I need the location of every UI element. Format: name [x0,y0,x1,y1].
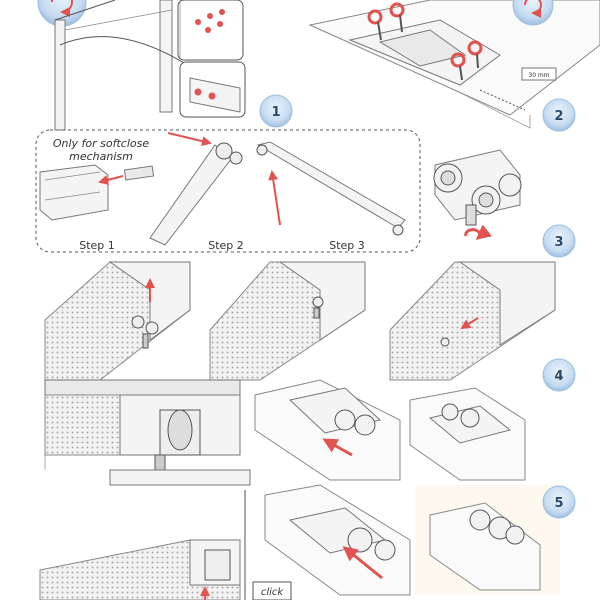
rotate-arrow-icon [464,224,493,240]
svg-text:2: 2 [554,109,563,124]
profile-click-illustration: click [39,490,292,600]
screw-icon [367,2,483,68]
sub-step-3-label: Step 3 [329,239,365,252]
arrow-icon [98,175,124,185]
softclose-note-line2: mechanism [69,150,133,163]
measure-label-box [521,67,557,81]
arrow-icon [268,170,281,226]
svg-text:4: 4 [554,369,563,384]
step-badge-3: 3 [542,224,576,258]
roller-in-bracket-2 [409,387,526,481]
svg-text:3: 3 [554,235,563,250]
frame-illustration [37,0,246,131]
click-label: click [261,587,285,598]
softclose-panel: Only for softclose mechanism Step 1 Step… [35,129,421,253]
measure-label: 30 mm [528,72,549,79]
rotate-arrow-icon [524,0,542,18]
sub-step-1-label: Step 1 [79,239,115,252]
roller-in-bracket-4 [415,485,560,595]
profile-insert-3 [389,261,556,381]
profile-with-roller [44,379,251,486]
step-badge-1: 1 [259,94,293,128]
arrow-icon [322,438,353,457]
softclose-note-line1: Only for softclose [53,137,150,150]
profile-insert-1 [44,261,191,381]
roller-in-bracket-3 [264,484,411,596]
roller-in-bracket-1 [254,379,401,481]
click-label-box [252,581,292,600]
step-badge-5: 5 [542,485,576,519]
arrow-icon [342,546,383,580]
step-badge-4: 4 [542,358,576,392]
rotate-arrow-icon [51,0,73,17]
bracket-illustration: 30 mm [308,0,600,129]
profile-insert-2 [209,261,366,381]
arrow-icon [460,317,479,330]
svg-text:5: 5 [554,496,563,511]
sub-step-2-label: Step 2 [208,239,244,252]
screw-icon [195,9,225,33]
roller-illustration [433,149,522,240]
arrow-icon [167,132,212,147]
screw-icon [208,92,216,100]
screw-icon [194,88,202,96]
svg-text:1: 1 [271,105,280,120]
step-badge-2: 2 [542,98,576,132]
